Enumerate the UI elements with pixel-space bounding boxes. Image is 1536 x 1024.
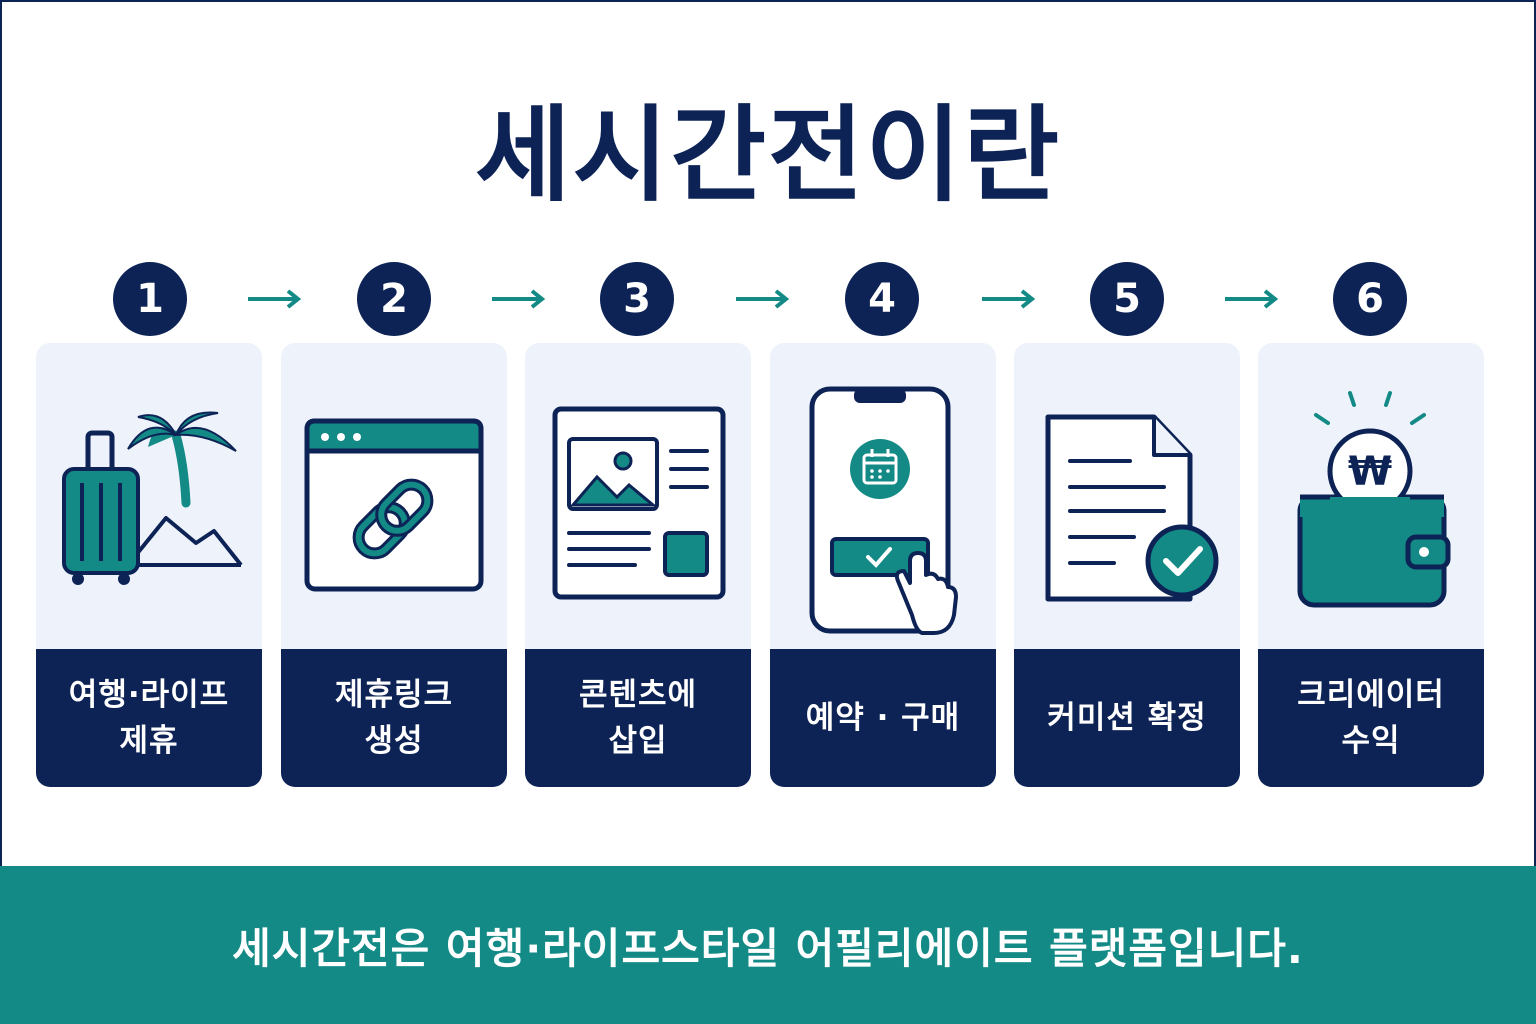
step-6-badge: 6 bbox=[1333, 262, 1407, 336]
content-document-icon bbox=[552, 406, 726, 600]
page-title: 세시간전이란 bbox=[474, 94, 1062, 216]
step-1-label: 여행·라이프 제휴 bbox=[36, 649, 262, 787]
arrow-right-icon bbox=[982, 289, 1036, 309]
step-6-card: ₩ 크리에이터 수익 bbox=[1258, 343, 1484, 787]
footer-banner: 세시간전은 여행·라이프스타일 어필리에이트 플랫폼입니다. bbox=[0, 866, 1536, 1024]
step-5-card: 커미션 확정 bbox=[1014, 343, 1240, 787]
step-3-card: 콘텐츠에 삽입 bbox=[525, 343, 751, 787]
step-2-card: 제휴링크 생성 bbox=[281, 343, 507, 787]
won-symbol: ₩ bbox=[1348, 449, 1392, 495]
step-2-badge: 2 bbox=[357, 262, 431, 336]
luggage-palm-icon bbox=[62, 411, 243, 585]
arrow-right-icon bbox=[248, 289, 302, 309]
step-1-card: 여행·라이프 제휴 bbox=[36, 343, 262, 787]
step-5-badge: 5 bbox=[1090, 262, 1164, 336]
step-5-label: 커미션 확정 bbox=[1014, 649, 1240, 787]
document-check-icon bbox=[1045, 414, 1219, 602]
step-4-badge: 4 bbox=[845, 262, 919, 336]
step-4-label: 예약 · 구매 bbox=[770, 649, 996, 787]
step-1-badge: 1 bbox=[113, 262, 187, 336]
step-3-badge: 3 bbox=[600, 262, 674, 336]
browser-link-icon bbox=[304, 418, 484, 592]
arrow-right-icon bbox=[1225, 289, 1279, 309]
footer-text: 세시간전은 여행·라이프스타일 어필리에이트 플랫폼입니다. bbox=[232, 923, 1304, 973]
arrow-right-icon bbox=[492, 289, 546, 309]
phone-booking-icon bbox=[809, 386, 958, 635]
arrow-right-icon bbox=[736, 289, 790, 309]
step-3-label: 콘텐츠에 삽입 bbox=[525, 649, 751, 787]
step-6-label: 크리에이터 수익 bbox=[1258, 649, 1484, 787]
wallet-won-icon: ₩ bbox=[1297, 391, 1451, 608]
step-4-card: 예약 · 구매 bbox=[770, 343, 996, 787]
step-2-label: 제휴링크 생성 bbox=[281, 649, 507, 787]
